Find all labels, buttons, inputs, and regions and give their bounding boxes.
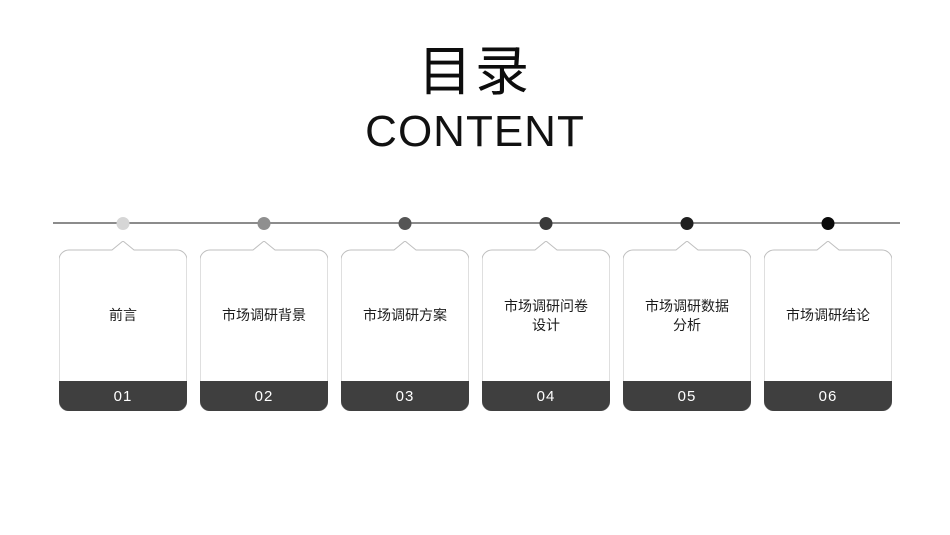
timeline-dot-3[interactable] [398,217,412,230]
card-label: 市场调研结论 [786,307,870,323]
card-label: 市场调研数据 分析 [645,297,729,333]
card-label: 市场调研问卷 设计 [504,297,588,333]
card-label: 市场调研背景 [222,307,306,323]
card-frame [59,241,187,411]
timeline-dot-2[interactable] [257,217,271,230]
page-title-block: 目录 CONTENT [0,42,950,158]
card-footer-bar [200,381,328,411]
card-frame [623,241,751,411]
card-frame [764,241,892,411]
card-label: 市场调研方案 [363,307,447,323]
timeline-line [53,222,900,224]
card-footer-bar [764,381,892,411]
timeline-dot-5[interactable] [680,217,694,230]
card-frame [482,241,610,411]
page-title-chinese: 目录 [418,42,532,102]
page-title-english: CONTENT [365,107,585,156]
card-footer-bar [59,381,187,411]
card-frame [200,241,328,411]
card-footer-bar [482,381,610,411]
card-frame [341,241,469,411]
timeline-dot-6[interactable] [821,217,835,230]
card-footer-bar [623,381,751,411]
timeline [53,217,900,230]
timeline-dot-4[interactable] [539,217,553,230]
card-footer-bar [341,381,469,411]
timeline-dot-1[interactable] [116,217,130,230]
card-label: 前言 [109,307,137,323]
